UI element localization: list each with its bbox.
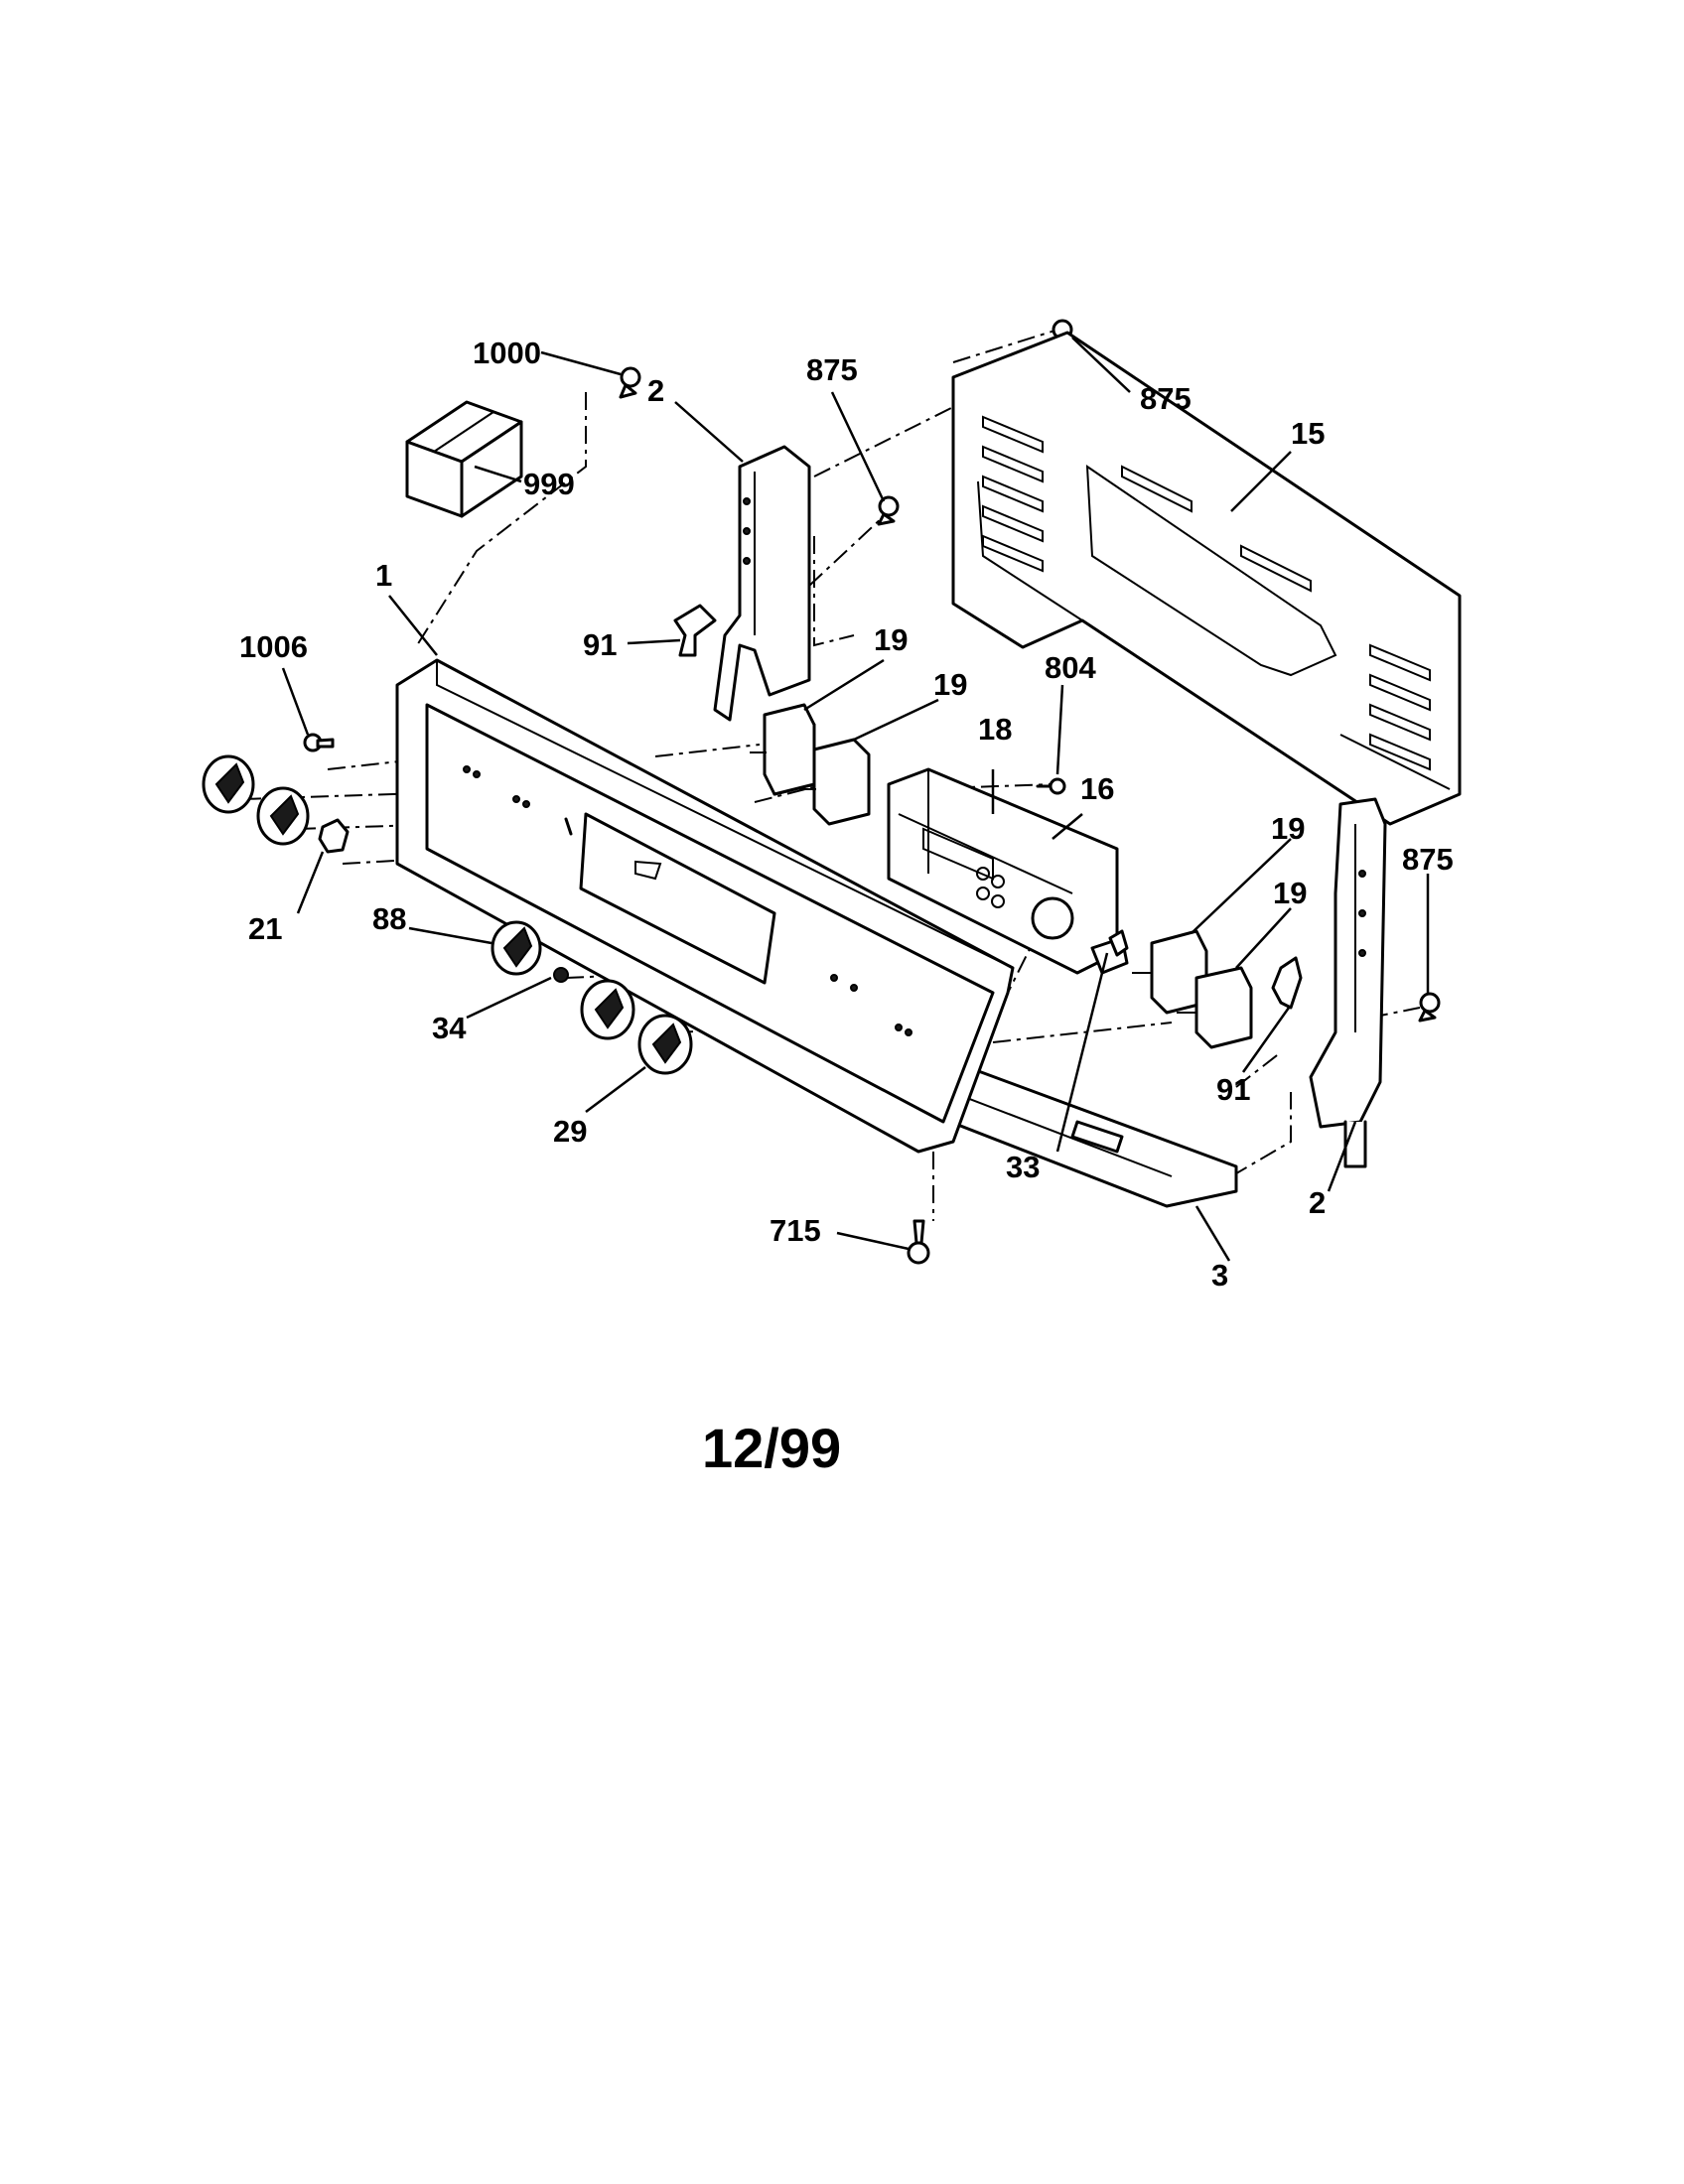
clip-33	[1108, 929, 1129, 957]
callout-91-left: 91	[583, 627, 617, 662]
callout-16: 16	[1080, 771, 1114, 806]
callout-715: 715	[770, 1213, 821, 1248]
callout-1: 1	[375, 558, 392, 593]
callout-19-b: 19	[933, 667, 967, 702]
callout-33: 33	[1006, 1150, 1040, 1184]
rear-panel-15	[951, 331, 1462, 826]
end-bracket-2-left	[713, 445, 811, 722]
knob-88	[491, 920, 542, 976]
callout-999: 999	[523, 467, 575, 501]
callout-21: 21	[248, 911, 282, 946]
callout-1006: 1006	[239, 629, 308, 664]
screw-1006	[303, 733, 335, 752]
clip-91-right	[1271, 956, 1303, 1010]
knob-left-bottom	[256, 786, 310, 846]
callout-91-right: 91	[1216, 1072, 1250, 1107]
indicator-34	[553, 967, 569, 983]
screw-715	[907, 1219, 930, 1265]
screw-875-mid	[877, 495, 900, 526]
callout-labels: 1000 999 2 875 875 15 1 1006 91 19 19 80…	[239, 336, 1454, 1293]
screw-1000	[619, 366, 641, 399]
vent-slots-center	[1121, 465, 1312, 593]
screw-875-right	[1418, 992, 1441, 1023]
callout-18: 18	[978, 712, 1012, 747]
vent-slots-right	[1369, 643, 1431, 771]
end-bracket-2-right	[1309, 797, 1387, 1168]
callout-804: 804	[1045, 650, 1096, 685]
callout-34: 34	[432, 1011, 467, 1045]
knobs	[202, 754, 1129, 1075]
callout-3: 3	[1211, 1258, 1228, 1293]
switch-19-d	[1177, 966, 1253, 1049]
callout-29: 29	[553, 1114, 587, 1149]
callout-88: 88	[372, 901, 406, 936]
callout-19-c: 19	[1271, 811, 1305, 846]
callout-875-right: 875	[1402, 842, 1454, 877]
callout-19-a: 19	[874, 622, 908, 657]
leader-lines	[281, 337, 1430, 1262]
box-999	[405, 400, 523, 518]
callout-875-top: 875	[806, 352, 858, 387]
callout-19-d: 19	[1273, 876, 1307, 910]
callout-1000: 1000	[473, 336, 541, 370]
vent-slots-left	[982, 415, 1044, 573]
console-panel-1	[395, 658, 1015, 1154]
button-21	[318, 818, 350, 854]
callout-2-top: 2	[647, 373, 664, 408]
knob-left-top	[202, 754, 255, 814]
callout-2-bottom: 2	[1309, 1185, 1326, 1220]
callout-875-upper-right: 875	[1140, 381, 1192, 416]
callout-15: 15	[1291, 416, 1325, 451]
switch-19-a	[750, 703, 816, 796]
clip-91-left	[673, 604, 717, 657]
knob-29-b	[637, 1014, 693, 1075]
control-board-16	[887, 767, 1129, 975]
screw-804	[1036, 777, 1066, 795]
footer-date: 12/99	[702, 1417, 841, 1479]
knob-29-a	[580, 979, 635, 1040]
